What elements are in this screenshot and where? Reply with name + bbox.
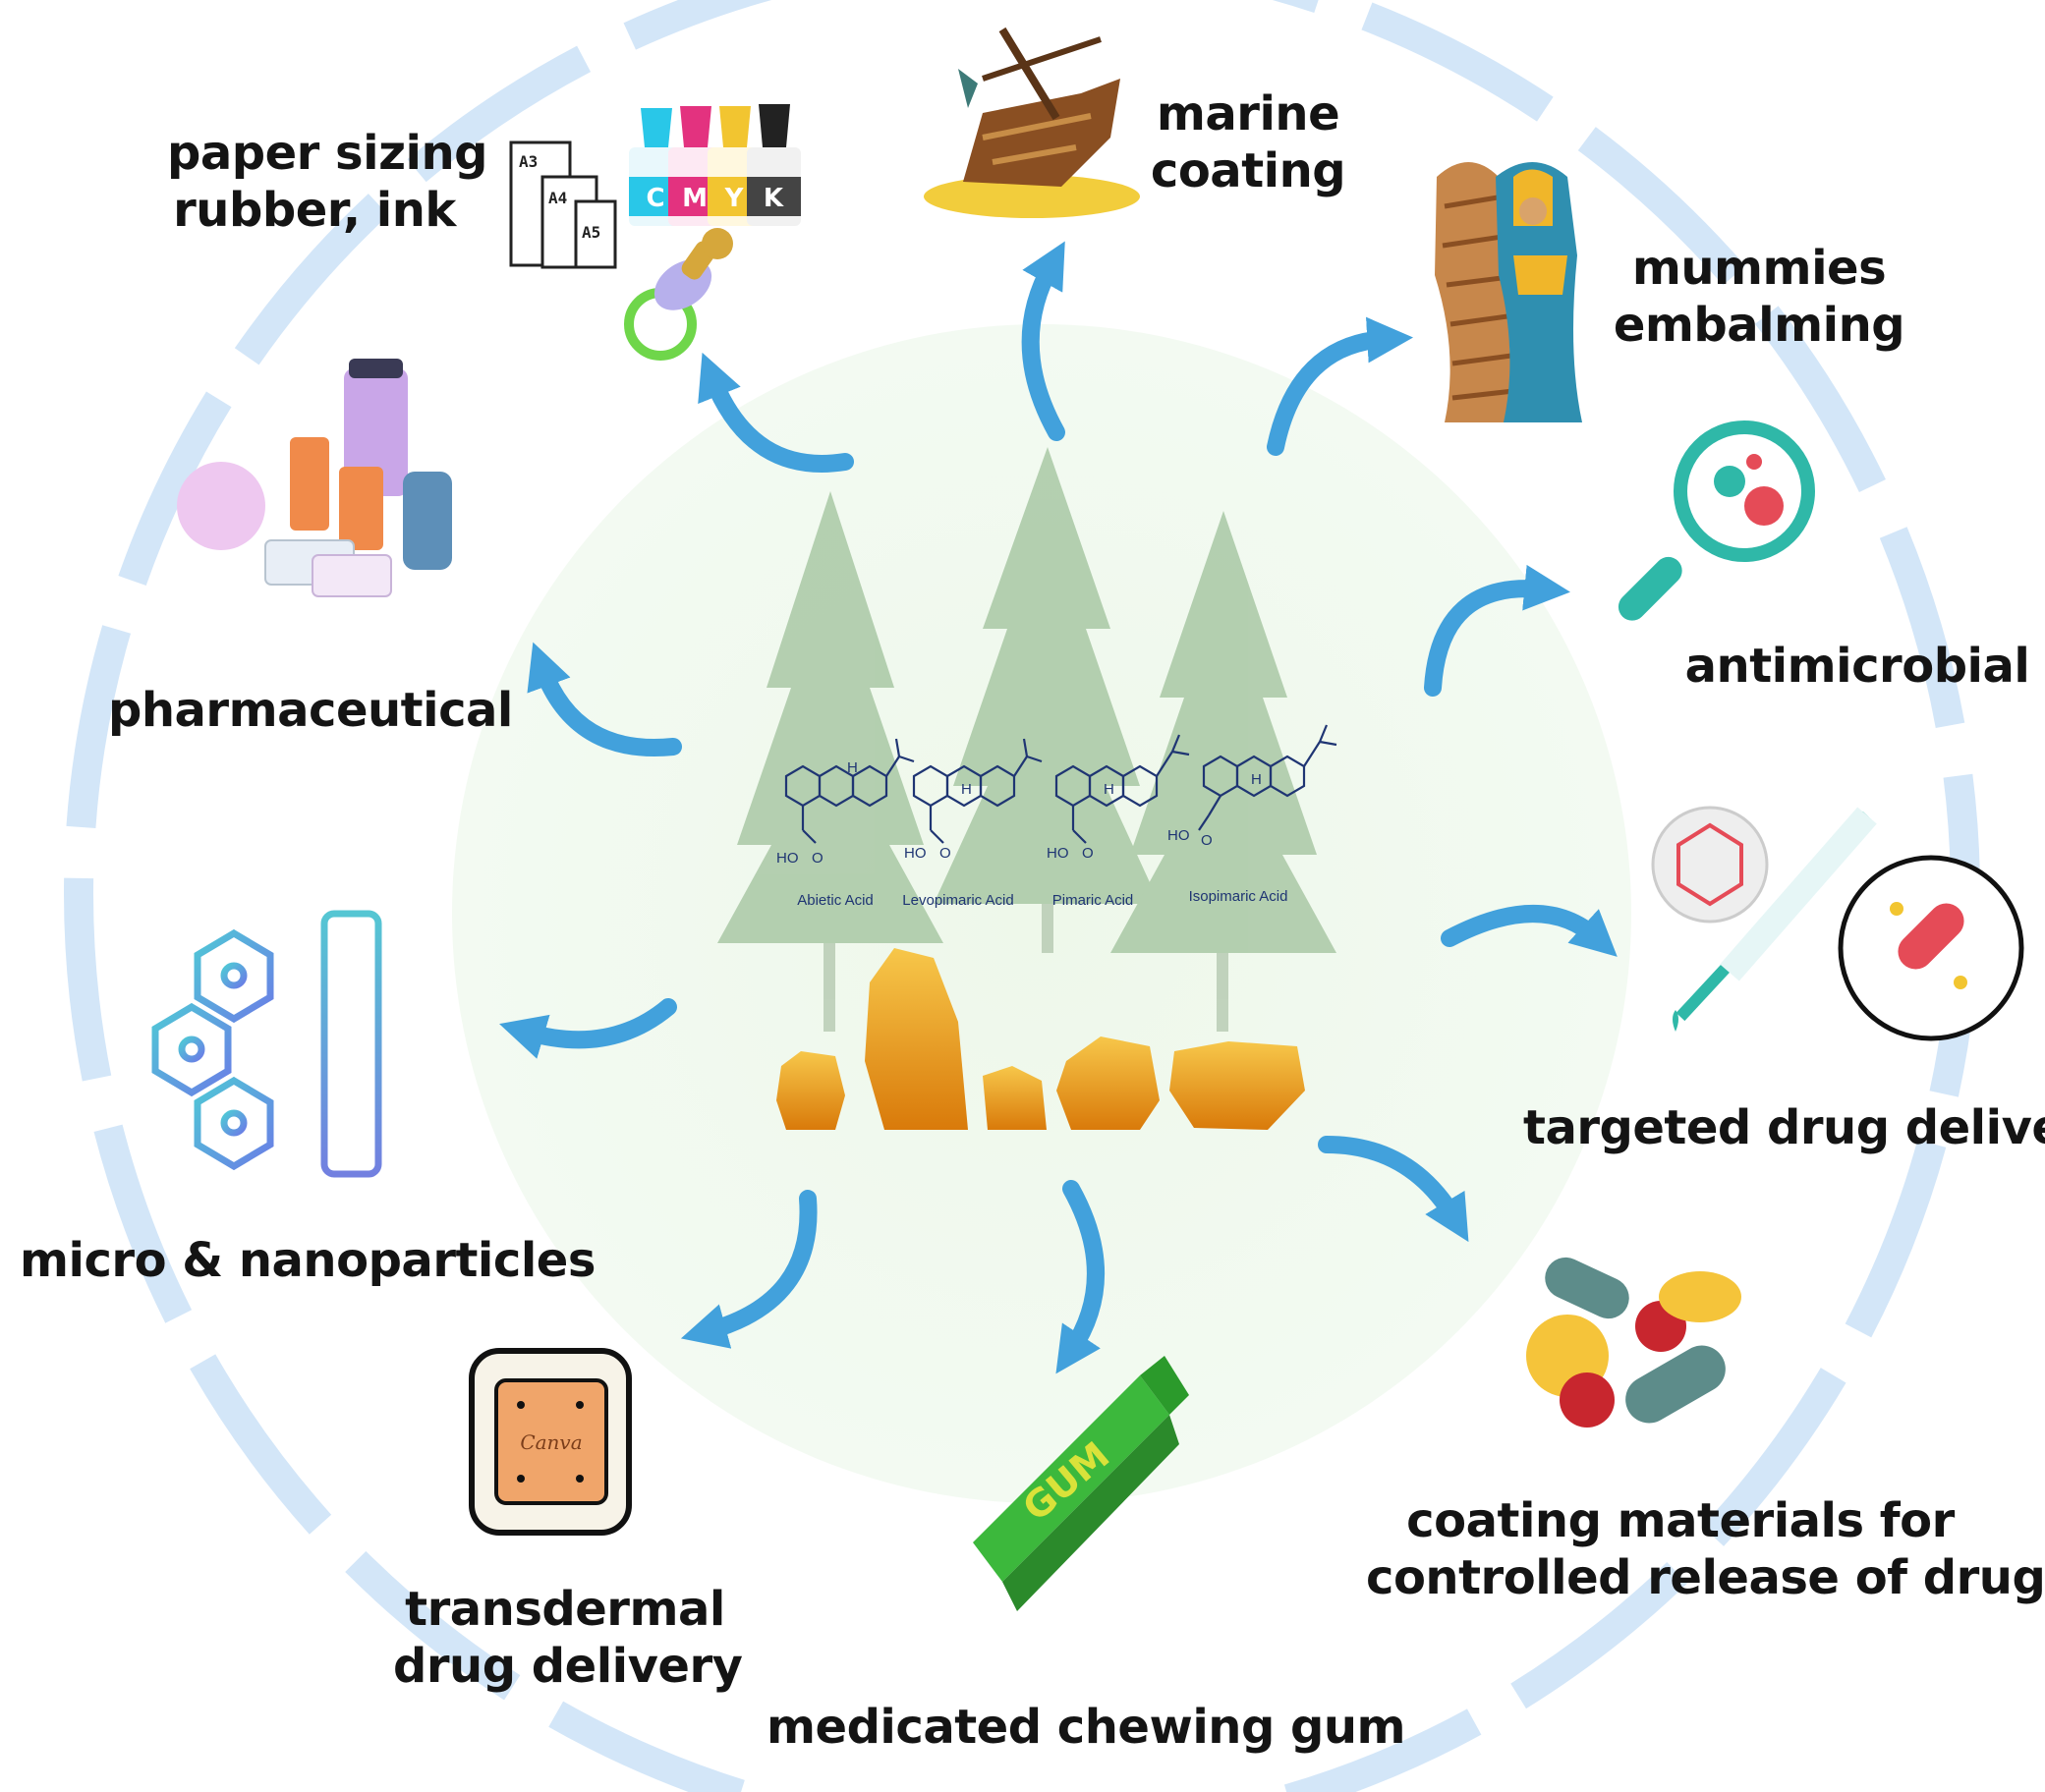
ho-label-1: HO <box>776 850 799 867</box>
arrow-to-mummies <box>1267 316 1414 456</box>
label-marine-line1: marine <box>1156 86 1340 141</box>
arrow-to-pharmaceutical <box>527 642 682 756</box>
rosin-chunk-2 <box>865 948 968 1130</box>
pimaric-acid-structure <box>1054 734 1190 844</box>
h-label-1: H <box>847 759 858 776</box>
ink-c: C <box>646 184 664 213</box>
shipwreck-icon <box>924 27 1140 218</box>
paper-a4: A4 <box>548 189 567 207</box>
tree-right <box>1110 511 1336 1032</box>
pacifier-icon <box>624 228 733 361</box>
label-chewing-gum-line1: medicated chewing gum <box>767 1700 1406 1755</box>
compound-names: Abietic Acid Levopimaric Acid Pimaric Ac… <box>797 888 1287 909</box>
label-pharmaceutical-line1: pharmaceutical <box>108 683 513 738</box>
label-antimicrobial: antimicrobial <box>1671 639 2044 696</box>
label-marine: marine coating <box>1140 86 1356 199</box>
label-marine-line2: coating <box>1150 142 1346 198</box>
label-transdermal-line1: transdermal <box>405 1582 725 1637</box>
h-label-2: H <box>961 781 972 798</box>
paper-a3: A3 <box>519 152 538 171</box>
label-nanoparticles: micro & nanoparticles <box>20 1233 596 1290</box>
rosin-chunk-1 <box>776 1051 845 1130</box>
compound-pimaric: Pimaric Acid <box>1052 892 1134 909</box>
ink-m: M <box>682 184 708 213</box>
arrow-to-marine <box>1021 241 1065 441</box>
h-label-4: H <box>1251 771 1262 788</box>
label-paper-sizing-line1: paper sizing <box>167 126 488 181</box>
label-antimicrobial-line1: antimicrobial <box>1684 639 2030 694</box>
label-mummies-line1: mummies <box>1631 241 1887 296</box>
nanoparticles-icon <box>151 910 382 1178</box>
o-label-3: O <box>1082 845 1094 862</box>
label-paper-sizing: paper sizing rubber, ink <box>167 126 488 239</box>
compound-levopimaric: Levopimaric Acid <box>902 892 1013 909</box>
abietic-acid-structure <box>784 738 915 844</box>
paper-a5: A5 <box>582 223 600 242</box>
ho-label-2: HO <box>904 845 927 862</box>
arrows <box>499 241 1618 1374</box>
label-mummies-line2: embalming <box>1613 297 1905 353</box>
rosin-chunk-4 <box>1056 1036 1160 1130</box>
ink-y: Y <box>724 184 745 213</box>
arrow-to-antimicrobial <box>1424 564 1570 697</box>
label-nanoparticles-line1: micro & nanoparticles <box>20 1233 596 1288</box>
tree-left <box>717 491 943 1032</box>
arrow-to-transdermal <box>680 1190 818 1349</box>
label-mummies: mummies embalming <box>1612 241 1906 354</box>
chewing-gum-icon <box>973 1356 1189 1611</box>
ink-bottles-icon <box>629 104 801 226</box>
label-coating-release: coating materials for controlled release… <box>1366 1493 2045 1606</box>
paper-sizes-icon <box>509 140 617 269</box>
o-label-4: O <box>1201 832 1213 849</box>
label-targeted: targeted drug delivery <box>1523 1100 2045 1157</box>
molecule-labels: HO HO HO HO H H H H O O O O <box>776 759 1262 867</box>
targeted-delivery-icon <box>1651 806 2024 1041</box>
compound-isopimaric: Isopimaric Acid <box>1189 888 1288 905</box>
tree-center <box>934 447 1160 953</box>
rosin-chunk-5 <box>1169 1041 1305 1130</box>
h-label-3: H <box>1104 781 1114 798</box>
label-coating-release-line2: controlled release of drug <box>1366 1549 2045 1605</box>
arrow-to-coating-release <box>1318 1136 1469 1243</box>
rosin-chunk-3 <box>983 1066 1047 1130</box>
ho-label-4: HO <box>1167 827 1190 844</box>
paper-size-labels: A3 A4 A5 <box>519 152 600 242</box>
label-coating-release-line1: coating materials for <box>1406 1493 1955 1548</box>
pills-icon <box>1526 1257 1741 1428</box>
mummy-icon <box>1435 162 1582 422</box>
label-chewing-gum: medicated chewing gum <box>767 1700 1406 1757</box>
label-pharmaceutical: pharmaceutical <box>108 683 513 740</box>
arrow-to-chewing-gum <box>1055 1180 1105 1374</box>
arrow-to-nanoparticles <box>499 998 677 1059</box>
resin-acid-molecules <box>784 724 1337 844</box>
pine-trees <box>717 447 1336 1032</box>
label-paper-sizing-line2: rubber, ink <box>173 182 456 238</box>
label-targeted-line1: targeted drug delivery <box>1523 1100 2045 1155</box>
transdermal-patch-icon <box>469 1348 632 1536</box>
compound-abietic: Abietic Acid <box>797 892 874 909</box>
patch-label: Canva <box>520 1430 582 1454</box>
ink-k: K <box>764 184 784 213</box>
o-label-2: O <box>939 845 951 862</box>
levopimaric-acid-structure <box>912 738 1043 844</box>
arrow-to-paper-sizing <box>698 352 854 473</box>
arrow-to-targeted <box>1441 905 1618 957</box>
ho-label-3: HO <box>1047 845 1069 862</box>
o-label-1: O <box>812 850 824 867</box>
label-transdermal: transdermal drug delivery <box>393 1582 743 1695</box>
isopimaric-acid-structure <box>1198 724 1337 831</box>
magnifier-icon <box>1618 420 1815 621</box>
label-transdermal-line2: drug delivery <box>393 1638 743 1694</box>
rosin-chunks <box>776 948 1305 1130</box>
pharmaceutical-icon <box>177 359 452 597</box>
ink-letters: C M Y K <box>646 184 783 213</box>
